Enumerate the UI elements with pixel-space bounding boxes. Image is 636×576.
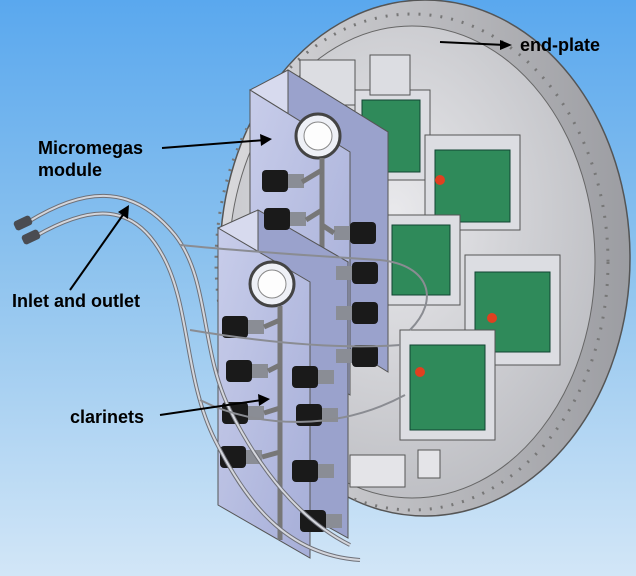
- gas-tubes: [13, 193, 428, 562]
- clarinet-connectors: [220, 170, 378, 532]
- manifold-pipes: [261, 167, 336, 460]
- micromegas-arrowhead: [260, 134, 272, 146]
- micromegas-label-line2: module: [38, 160, 103, 180]
- connector: [264, 208, 306, 230]
- end-plate-label: end-plate: [520, 35, 601, 55]
- connector: [336, 302, 378, 324]
- connector: [336, 262, 378, 284]
- inlet-outlet-label: Inlet and outlet: [12, 291, 140, 311]
- connector: [336, 345, 378, 367]
- end-plate-arrowhead: [500, 40, 512, 50]
- clarinets-label: clarinets: [70, 407, 145, 427]
- annotation-arrows: [69, 40, 512, 416]
- connector: [292, 460, 334, 482]
- clarinets-arrowhead: [258, 394, 270, 406]
- connector: [226, 360, 268, 382]
- micromegas-label-line1: Micromegas: [38, 138, 144, 158]
- inlet-outlet-leader: [69, 211, 126, 291]
- pocket: [299, 54, 411, 106]
- connector: [262, 170, 304, 192]
- connector: [292, 366, 334, 388]
- outlet-fitting: [21, 229, 41, 245]
- pocket: [399, 329, 496, 441]
- connector: [334, 222, 376, 244]
- pocket: [464, 254, 561, 366]
- connector: [222, 316, 264, 338]
- pocket: [424, 134, 521, 231]
- pocket: [384, 214, 461, 306]
- clarinets-leader: [159, 399, 263, 416]
- end-plate-leader: [439, 41, 506, 46]
- inlet-fitting: [13, 215, 33, 231]
- micromegas-leader: [161, 139, 266, 149]
- inlet-outlet-arrowhead: [118, 205, 129, 219]
